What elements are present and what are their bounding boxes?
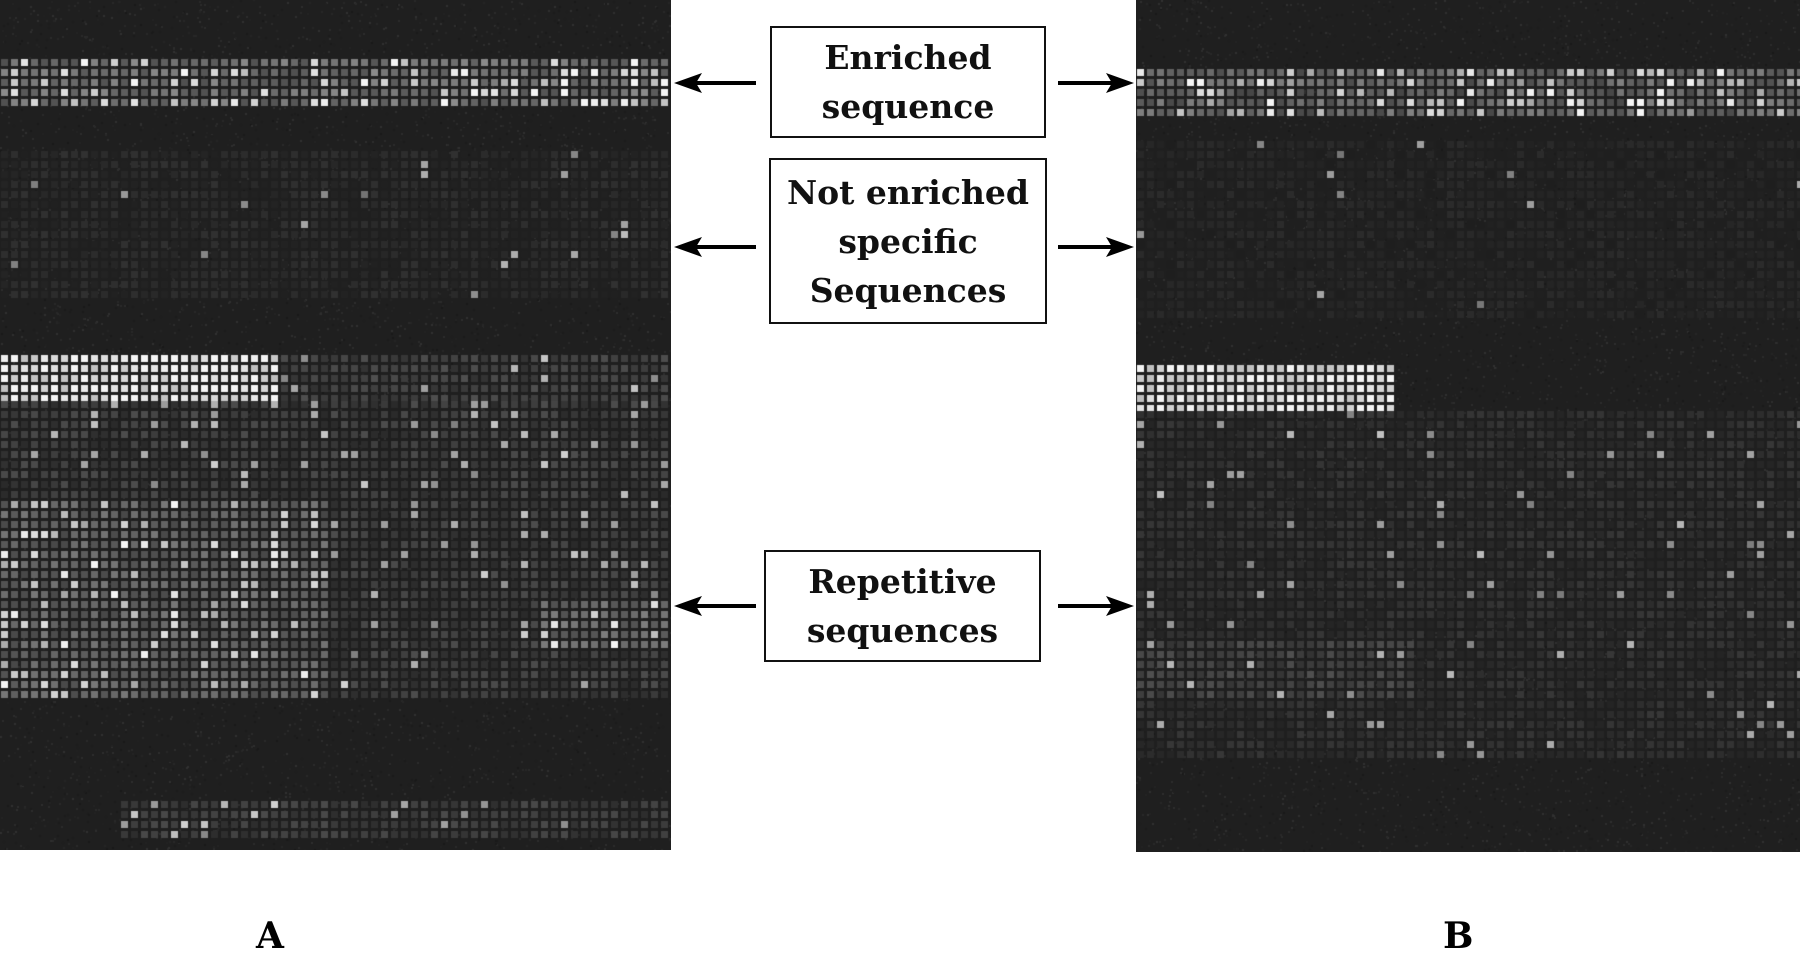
microarray-image-b — [1136, 0, 1800, 852]
arrow-left-enriched — [674, 73, 756, 93]
repetitive-line-1: Repetitive — [808, 562, 997, 601]
enriched-sequence-label: Enriched sequence — [770, 26, 1046, 138]
arrow-right-not-enriched — [1058, 237, 1134, 257]
arrow-left-repetitive — [674, 596, 756, 616]
not-enriched-specific-sequences-label: Not enriched specific Sequences — [769, 158, 1047, 324]
arrow-right-repetitive — [1058, 596, 1134, 616]
microarray-image-a — [0, 0, 671, 850]
arrow-left-not-enriched — [674, 237, 756, 257]
not-enriched-line-3: Sequences — [809, 270, 1007, 310]
repetitive-line-2: sequences — [806, 611, 999, 650]
arrow-right-enriched — [1058, 73, 1134, 93]
not-enriched-line-2: specific — [838, 221, 978, 261]
panel-label-b: B — [1443, 915, 1474, 957]
not-enriched-line-1: Not enriched — [787, 172, 1029, 212]
repetitive-sequences-label: Repetitive sequences — [764, 550, 1041, 662]
enriched-line-2: sequence — [821, 87, 995, 126]
enriched-line-1: Enriched — [824, 38, 992, 77]
panel-label-a: A — [256, 915, 284, 957]
